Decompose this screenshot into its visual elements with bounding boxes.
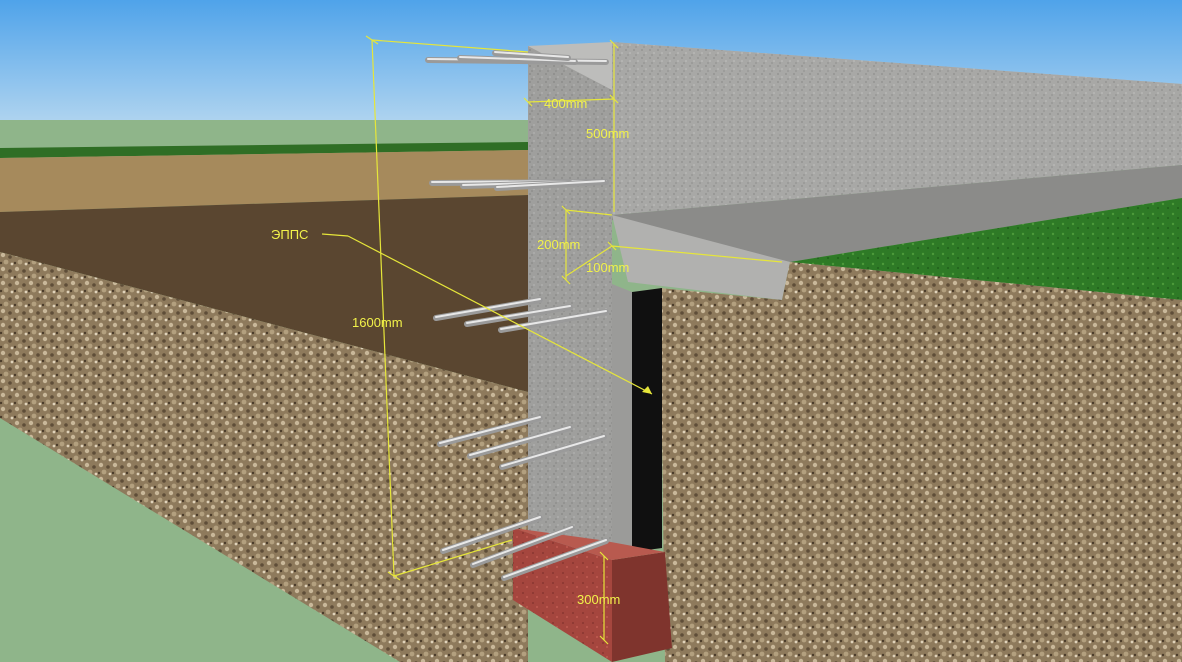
insulation-label: ЭППС: [271, 227, 308, 242]
dim-top-width-label: 400mm: [544, 96, 587, 111]
dim-step-height-label: 200mm: [537, 237, 580, 252]
slab-step: [612, 165, 1182, 262]
grass-strip: [0, 142, 528, 158]
gravel-left: [0, 252, 528, 662]
dim-top-height-label: 500mm: [586, 126, 629, 141]
soil-far: [0, 150, 528, 212]
insulation-board: [632, 288, 662, 552]
dim-total-height-label: 1600mm: [352, 315, 403, 330]
step-ledge: [612, 215, 790, 300]
dimension-lines: [321, 35, 783, 645]
rebar-group: [425, 50, 609, 581]
wall-lower-inner: [612, 284, 632, 560]
trench-floor: [0, 195, 528, 392]
dim-footing-height-label: 300mm: [577, 592, 620, 607]
gravel-right: [660, 262, 1182, 662]
grass-right: [790, 198, 1182, 300]
brick-footing-front: [513, 528, 612, 662]
slab-face: [612, 42, 1182, 215]
dim-step-depth-label: 100mm: [586, 260, 629, 275]
brick-footing-side: [612, 552, 672, 662]
